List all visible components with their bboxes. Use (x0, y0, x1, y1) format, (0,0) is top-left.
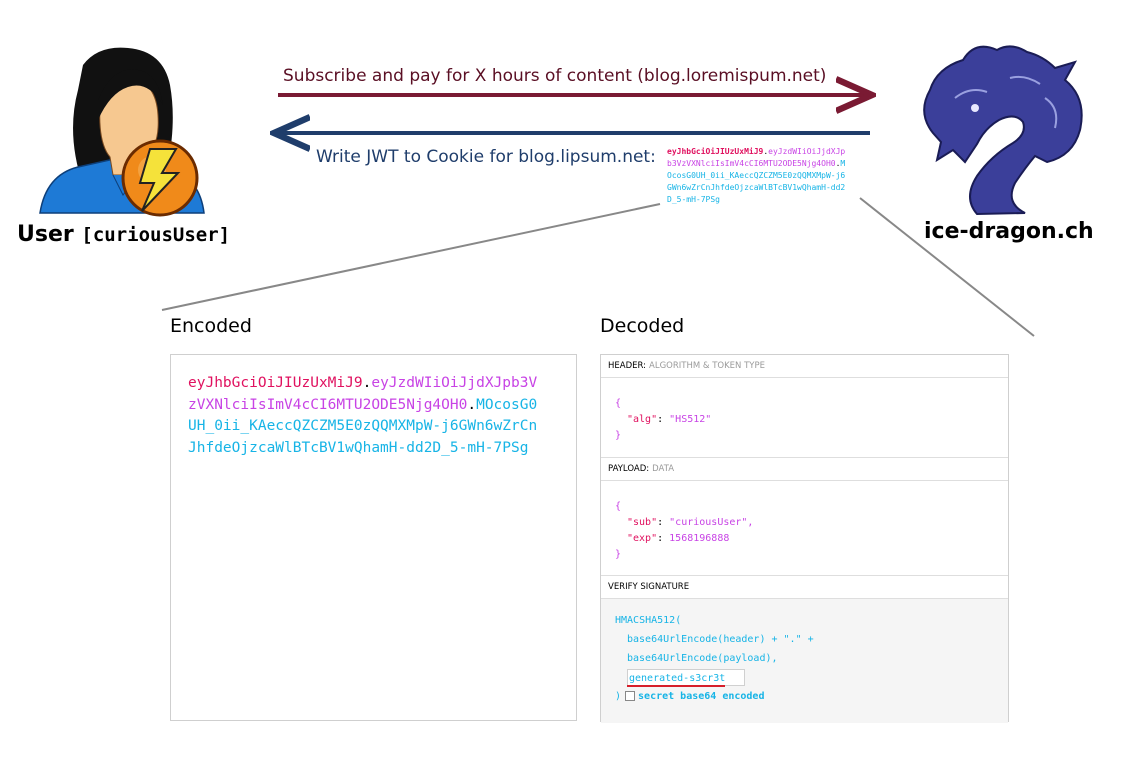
sub-key: "sub" (627, 517, 658, 528)
token-preview-dot-1: . (763, 147, 769, 156)
header-section-title: HEADER:ALGORITHM & TOKEN TYPE (601, 355, 1008, 378)
verify-line-1: HMACSHA512( (615, 615, 682, 626)
exp-colon: : (657, 533, 670, 544)
payload-json-close: } (615, 549, 622, 560)
verify-close-paren: ) (615, 691, 622, 702)
secret-input[interactable]: generated-s3cr3t (627, 668, 745, 686)
user-label: User [curiousUser] (17, 222, 230, 247)
token-preview: eyJhbGciOiJIUzUxMiJ9.eyJzdWIiOiJjdXJpb3V… (667, 146, 847, 206)
secret-underline (627, 685, 725, 687)
verify-secret-row: generated-s3cr3t (615, 668, 994, 687)
user-name: User (17, 222, 74, 247)
server-label: ice-dragon.ch (924, 219, 1094, 244)
alg-colon: : (657, 414, 670, 425)
decoded-panel: HEADER:ALGORITHM & TOKEN TYPE { "alg": "… (600, 354, 1009, 723)
header-json[interactable]: { "alg": "HS512" } (601, 378, 1008, 458)
header-json-alg: "alg": "HS512" (615, 412, 994, 428)
payload-section-label: PAYLOAD: (608, 464, 650, 474)
zoom-line-left (161, 203, 661, 311)
base64-checkbox-label: secret base64 encoded (638, 691, 765, 702)
encoded-token-dot-1: . (362, 375, 372, 391)
verify-line-2: base64UrlEncode(header) + "." + (627, 634, 814, 645)
exp-key: "exp" (627, 533, 658, 544)
encoded-title: Encoded (170, 315, 252, 337)
alg-key: "alg" (627, 414, 658, 425)
token-preview-header: eyJhbGciOiJIUzUxMiJ9 (667, 147, 764, 156)
sub-colon: : (657, 517, 670, 528)
payload-json[interactable]: { "sub": "curiousUser", "exp": 156819688… (601, 481, 1008, 576)
payload-section-sub: DATA (652, 464, 675, 474)
payload-json-open: { (615, 501, 622, 512)
encoded-token[interactable]: eyJhbGciOiJIUzUxMiJ9.eyJzdWIiOiJjdXJpb3V… (188, 373, 538, 459)
encoded-token-dot-2: . (467, 396, 477, 413)
verify-line-3: base64UrlEncode(payload), (627, 653, 778, 664)
token-preview-signature: MOcosG0UH_0ii_KAeccQZCZM5E0zQQMXMpW-j6GW… (667, 159, 846, 204)
sub-value: "curiousUser", (669, 517, 754, 528)
encoded-panel[interactable]: eyJhbGciOiJIUzUxMiJ9.eyJzdWIiOiJjdXJpb3V… (170, 354, 577, 721)
encoded-token-payload: eyJzdWIiOiJjdXJpb3VzVXNlciIsImV4cCI6MTU2… (188, 375, 538, 413)
request-message: Subscribe and pay for X hours of content… (283, 66, 827, 86)
header-section-label: HEADER: (608, 361, 647, 371)
encoded-token-signature: MOcosG0UH_0ii_KAeccQZCZM5E0zQQMXMpW-j6GW… (188, 396, 538, 456)
token-preview-dot-2: . (835, 159, 841, 168)
verify-section-title: VERIFY SIGNATURE (601, 576, 1008, 599)
user-avatar (38, 45, 208, 217)
header-section-sub: ALGORITHM & TOKEN TYPE (649, 361, 765, 371)
encoded-token-header: eyJhbGciOiJIUzUxMiJ9 (188, 375, 363, 391)
verify-signature: HMACSHA512( base64UrlEncode(header) + ".… (601, 599, 1008, 723)
response-message: Write JWT to Cookie for blog.lipsum.net: (316, 147, 656, 167)
base64-checkbox[interactable] (625, 691, 636, 701)
decoded-title: Decoded (600, 315, 685, 337)
ice-dragon-logo (915, 38, 1090, 216)
user-handle: [curiousUser] (81, 224, 231, 246)
header-json-open: { (615, 398, 622, 409)
payload-json-sub: "sub": "curiousUser", (615, 515, 994, 531)
header-json-close: } (615, 430, 622, 441)
verify-close-row: ) secret base64 encoded (615, 687, 994, 706)
zoom-line-right (859, 197, 1035, 337)
payload-section-title: PAYLOAD:DATA (601, 458, 1008, 481)
exp-value: 1568196888 (669, 533, 730, 544)
token-preview-payload: eyJzdWIiOiJjdXJpb3VzVXNlciIsImV4cCI6MTU2… (667, 147, 846, 168)
alg-value: "HS512" (669, 414, 712, 425)
payload-json-exp: "exp": 1568196888 (615, 531, 994, 547)
